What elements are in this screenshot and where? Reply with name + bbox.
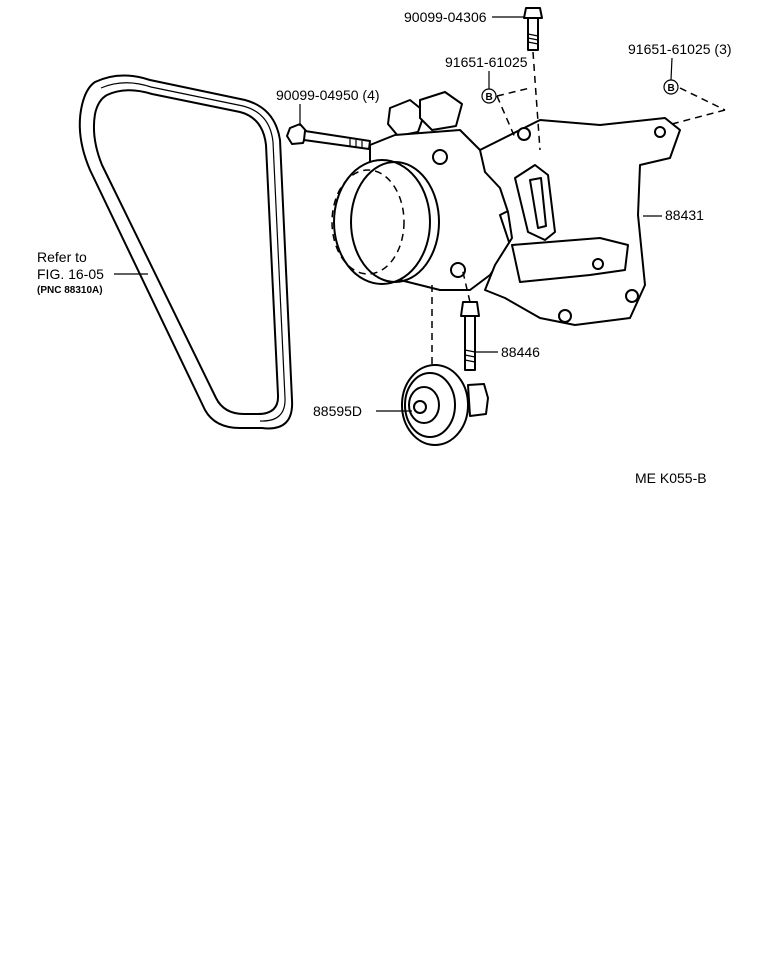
bolt-long bbox=[286, 123, 371, 150]
label-pulley: 88595D bbox=[313, 403, 362, 419]
refer-line-3: (PNC 88310A) bbox=[37, 285, 103, 296]
label-bracket: 88431 bbox=[665, 207, 704, 223]
refer-note: Refer to FIG. 16-05 (PNC 88310A) bbox=[37, 249, 148, 296]
callouts: 90099-04306 91651-61025 91651-61025 (3) … bbox=[276, 9, 732, 419]
assembly-lines bbox=[431, 51, 726, 365]
marker-b1: B bbox=[481, 88, 497, 104]
refer-line-2: FIG. 16-05 bbox=[37, 266, 104, 282]
label-washer-b2: 91651-61025 (3) bbox=[628, 41, 732, 57]
refer-line-1: Refer to bbox=[37, 249, 87, 265]
marker-b1-label: B bbox=[486, 92, 493, 103]
label-bolt-lower: 88446 bbox=[501, 344, 540, 360]
figure-code: ME K055-B bbox=[635, 470, 707, 486]
bolt-top bbox=[523, 7, 543, 51]
marker-b2-label: B bbox=[668, 83, 675, 94]
bracket bbox=[479, 117, 681, 326]
marker-b2: B bbox=[663, 79, 679, 95]
drive-belt bbox=[78, 74, 294, 430]
bolt-lower bbox=[460, 301, 480, 371]
label-washer-b1: 91651-61025 bbox=[445, 54, 528, 70]
label-bolt-top: 90099-04306 bbox=[404, 9, 487, 25]
idler-pulley bbox=[401, 364, 489, 446]
label-bolt-long: 90099-04950 (4) bbox=[276, 87, 380, 103]
